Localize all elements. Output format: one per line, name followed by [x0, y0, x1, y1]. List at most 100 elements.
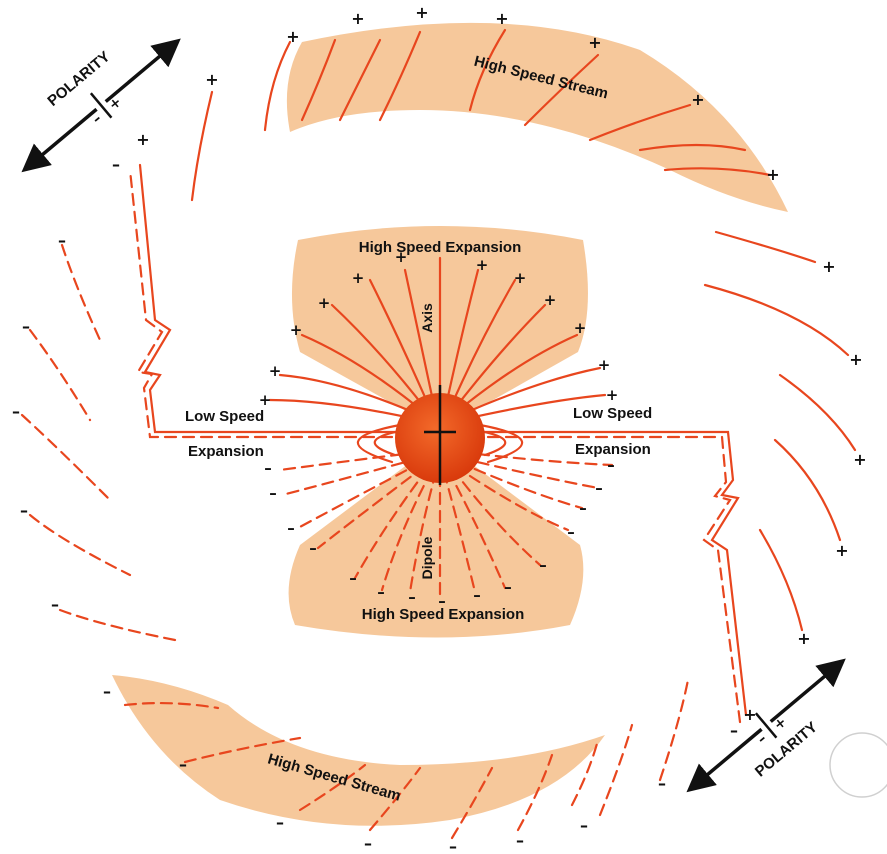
minus-sign: – [377, 583, 385, 601]
field-line [468, 28, 507, 112]
plus-sign: + [415, 3, 428, 22]
minus-sign: – [449, 837, 457, 854]
field-line [523, 53, 600, 127]
minus-sign: – [730, 721, 738, 740]
minus-sign: – [58, 231, 66, 250]
field-line [450, 466, 542, 567]
field-line [458, 456, 600, 490]
minus-sign: – [276, 813, 284, 832]
minus-sign: – [607, 456, 615, 474]
high-speed-expansion-bottom-label: High Speed Expansion [362, 606, 525, 623]
field-line [598, 723, 634, 817]
minus-sign: – [349, 569, 357, 587]
minus-sign: – [364, 834, 372, 853]
field-line [638, 143, 747, 152]
minus-sign: – [103, 682, 111, 701]
field-line [20, 413, 112, 502]
plus-sign: + [822, 257, 835, 276]
plus-sign: + [269, 362, 282, 380]
plus-sign: + [514, 269, 527, 287]
plus-sign: + [476, 256, 489, 274]
plus-sign: + [544, 291, 557, 309]
field-line [456, 460, 584, 510]
polarity-indicator-top: + – POLARITY [21, 38, 181, 173]
minus-sign: – [287, 519, 295, 537]
field-line [378, 30, 422, 122]
closed-loop [478, 423, 524, 464]
low-speed-left-label: Low Speed [185, 408, 264, 425]
plus-sign: + [743, 705, 756, 724]
field-line [263, 40, 292, 132]
minus-sign: – [595, 479, 603, 497]
axis-label: Axis [419, 303, 435, 333]
polarity-minus: – [89, 111, 105, 128]
field-line [453, 333, 579, 415]
plus-sign: + [691, 90, 704, 109]
plus-sign: + [395, 248, 408, 266]
field-line [190, 90, 214, 202]
field-line [453, 464, 570, 532]
field-line [128, 168, 412, 439]
minus-sign: – [179, 755, 187, 774]
field-line [516, 753, 554, 832]
minus-sign: – [22, 317, 30, 336]
field-line [298, 763, 367, 812]
minus-sign: – [504, 578, 512, 596]
plus-sign: + [318, 294, 331, 312]
field-line [758, 528, 804, 632]
field-line [28, 513, 132, 577]
minus-sign: – [12, 402, 20, 421]
field-line [368, 766, 422, 832]
polarity-top-label: POLARITY [44, 48, 113, 110]
low-speed-right-label-2: Expansion [575, 441, 651, 458]
field-line [123, 701, 220, 710]
minus-sign: – [567, 523, 575, 541]
minus-sign: – [269, 484, 277, 502]
plus-sign: + [766, 165, 779, 184]
minus-sign: – [473, 586, 481, 604]
field-line [773, 438, 842, 542]
field-line [468, 435, 742, 724]
plus-sign: + [606, 386, 619, 404]
field-lines [20, 28, 857, 840]
minus-sign: – [658, 774, 666, 793]
plus-sign: + [352, 269, 365, 287]
minus-sign: – [408, 588, 416, 606]
minus-sign: – [264, 459, 272, 477]
field-line [663, 167, 772, 177]
field-line [300, 333, 427, 415]
field-line [380, 468, 434, 592]
field-line [268, 398, 422, 422]
plus-sign: + [853, 450, 866, 469]
polarity-signs: + + + + + + + + + + + + + + + + + + + + … [12, 3, 867, 854]
field-line [316, 464, 427, 550]
field-line [330, 303, 430, 414]
field-line [60, 243, 102, 342]
high-speed-expansion-bottom-region [288, 440, 584, 638]
plus-sign: + [205, 70, 218, 89]
minus-sign: – [112, 155, 120, 174]
field-line [468, 430, 748, 717]
plus-sign: + [290, 321, 303, 339]
field-line [408, 470, 438, 594]
field-line [183, 736, 302, 764]
low-speed-left-label-2: Expansion [188, 443, 264, 460]
field-line [446, 468, 507, 590]
plus-sign: + [286, 27, 299, 46]
plus-sign: + [797, 629, 810, 648]
minus-sign: – [309, 539, 317, 557]
minus-sign: – [438, 592, 446, 610]
field-line [570, 738, 600, 807]
plus-sign: + [495, 9, 508, 28]
field-line [300, 38, 337, 122]
polarity-minus: – [754, 731, 770, 748]
high-speed-expansion-top-label: High Speed Expansion [359, 239, 522, 256]
punch-hole [829, 732, 887, 798]
plus-sign: + [351, 9, 364, 28]
minus-sign: – [579, 499, 587, 517]
polarity-indicator-bottom: + – POLARITY [686, 658, 846, 793]
field-line [458, 393, 607, 422]
field-line [296, 460, 424, 530]
low-speed-right-label: Low Speed [573, 405, 652, 422]
